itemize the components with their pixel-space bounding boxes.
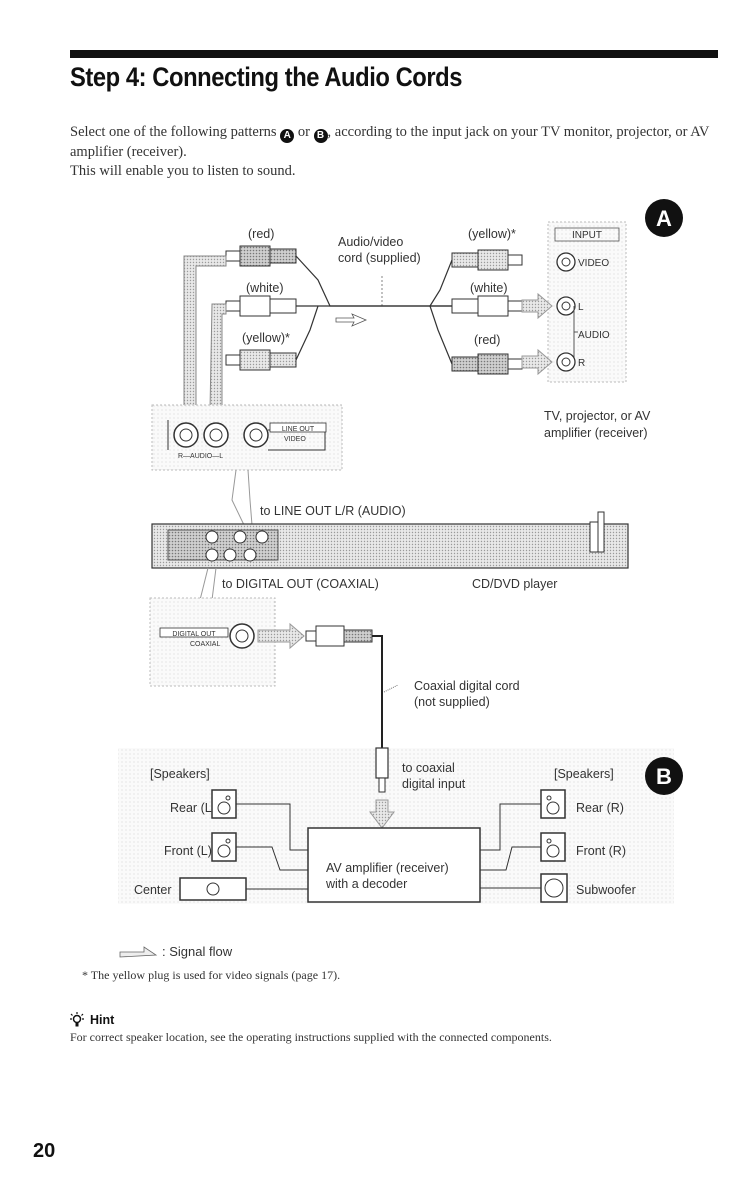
- cord-direction-arrow: [335, 313, 368, 327]
- tv-input-label: INPUT: [572, 230, 602, 241]
- tv-audio-r-jack: [556, 352, 576, 372]
- lightbulb-icon: [70, 1012, 84, 1027]
- line-out-video-jack: [243, 422, 269, 448]
- coaxial-jack: [229, 623, 255, 649]
- legend: : Signal flow: [118, 943, 232, 959]
- hint-title: Hint: [90, 1013, 115, 1027]
- center-label: Center: [134, 883, 172, 897]
- cable-name-line1: Audio/video: [338, 235, 403, 249]
- coaxial-plug: [305, 625, 373, 647]
- rear-l-label: Rear (L): [170, 801, 216, 815]
- digital-out-label: DIGITAL OUT: [172, 631, 216, 638]
- speaker-wires: [236, 803, 541, 890]
- left-plugs: [225, 245, 297, 371]
- av-amplifier: AV amplifier (receiver) with a decoder: [307, 827, 481, 903]
- to-digital-out-label: to DIGITAL OUT (COAXIAL): [222, 577, 379, 591]
- line-out-callout: [231, 469, 253, 526]
- speakers-left-heading: [Speakers]: [150, 767, 210, 781]
- signal-flow-icon: [119, 946, 158, 958]
- diagram-b: B to coaxial digital input [Speakers] [S…: [118, 747, 683, 904]
- front-r-speaker: [540, 832, 566, 862]
- page-number: 20: [33, 1140, 56, 1162]
- right-red-label: (red): [474, 333, 500, 347]
- left-red-label: (red): [248, 227, 274, 241]
- diagram-a: A INPUT VIDEO L AUDIO R TV, projector, o…: [151, 199, 683, 526]
- tv-audio-label: AUDIO: [578, 330, 610, 341]
- badge-b: B: [645, 757, 683, 795]
- digital-out-callout: [199, 567, 217, 601]
- intro-part: Select one of the following patterns: [70, 124, 281, 140]
- tv-l-label: L: [578, 302, 584, 313]
- center-speaker: [179, 877, 247, 901]
- front-l-label: Front (L): [164, 844, 212, 858]
- line-out-r-jack: [173, 422, 199, 448]
- tv-input-panel: INPUT VIDEO L AUDIO R: [547, 221, 627, 383]
- badge-a-letter: A: [656, 206, 672, 231]
- rear-r-speaker: [540, 789, 566, 819]
- top-rule: [70, 50, 718, 58]
- coaxial-plug-b: [375, 747, 389, 779]
- coaxial-cord-line2: (not supplied): [414, 695, 490, 709]
- coaxial-input-arrow: [369, 799, 395, 829]
- to-line-out-label: to LINE OUT L/R (AUDIO): [260, 504, 406, 518]
- right-white-label: (white): [470, 281, 508, 295]
- hint-text: For correct speaker location, see the op…: [70, 1030, 552, 1044]
- coaxial-input-line2: digital input: [402, 777, 466, 791]
- amp-line1: AV amplifier (receiver): [326, 861, 449, 875]
- subwoofer-speaker: [540, 873, 568, 903]
- coaxial-signal-arrow: [257, 622, 305, 650]
- tv-caption-line1: TV, projector, or AV: [544, 409, 651, 423]
- footnote: * The yellow plug is used for video sign…: [82, 968, 341, 982]
- page-title: Step 4: Connecting the Audio Cords: [70, 62, 463, 92]
- line-out-video-label: VIDEO: [284, 436, 306, 443]
- line-out-l-jack: [203, 422, 229, 448]
- tv-video-jack: [556, 252, 576, 272]
- right-plugs: [451, 249, 523, 375]
- tv-audio-l-jack: [556, 296, 576, 316]
- digital-out-panel: DIGITAL OUT COAXIAL: [149, 597, 276, 687]
- signal-arrow-l: [521, 292, 553, 320]
- left-yellow-label: (yellow)*: [242, 331, 290, 345]
- signal-flow-label: : Signal flow: [162, 943, 233, 959]
- right-yellow-label: (yellow)*: [468, 227, 516, 241]
- subwoofer-label: Subwoofer: [576, 883, 636, 897]
- pattern-b-badge: B: [313, 129, 328, 143]
- coaxial-input-line1: to coaxial: [402, 761, 455, 775]
- signal-arrow-r: [521, 348, 553, 376]
- rear-r-label: Rear (R): [576, 801, 624, 815]
- rear-l-speaker: [211, 789, 237, 819]
- hint-heading: Hint: [70, 1012, 114, 1028]
- intro-line-2: This will enable you to listen to sound.: [70, 163, 296, 179]
- tv-r-label: R: [578, 358, 585, 369]
- line-out-audio-label: R—AUDIO—L: [178, 453, 223, 460]
- intro-paragraph: Select one of the following patterns A o…: [70, 123, 720, 162]
- intro-text: Select one of the following patterns A o…: [70, 123, 720, 181]
- line-out-label: LINE OUT: [282, 426, 315, 433]
- speakers-right-heading: [Speakers]: [554, 767, 614, 781]
- amp-line2: with a decoder: [325, 877, 407, 891]
- front-r-label: Front (R): [576, 844, 626, 858]
- tv-video-label: VIDEO: [578, 258, 609, 269]
- badge-a: A: [645, 199, 683, 237]
- intro-part: , according to the input jack on your TV…: [70, 124, 710, 160]
- coaxial-cord-line1: Coaxial digital cord: [414, 679, 520, 693]
- front-l-speaker: [211, 832, 237, 862]
- badge-b-letter: B: [656, 764, 672, 789]
- player-line-out-panel: LINE OUT VIDEO R—AUDIO—L: [151, 404, 343, 471]
- tv-caption-line2: amplifier (receiver): [544, 426, 648, 440]
- intro-part: or: [294, 124, 314, 140]
- player-name: CD/DVD player: [472, 577, 557, 591]
- left-white-label: (white): [246, 281, 284, 295]
- cd-dvd-player: [151, 511, 629, 569]
- pattern-a-badge: A: [280, 129, 295, 143]
- av-cord-wires: [295, 255, 453, 365]
- coaxial-cord-wire: [372, 635, 383, 748]
- cable-name-line2: cord (supplied): [338, 251, 421, 265]
- coaxial-label: COAXIAL: [190, 641, 220, 648]
